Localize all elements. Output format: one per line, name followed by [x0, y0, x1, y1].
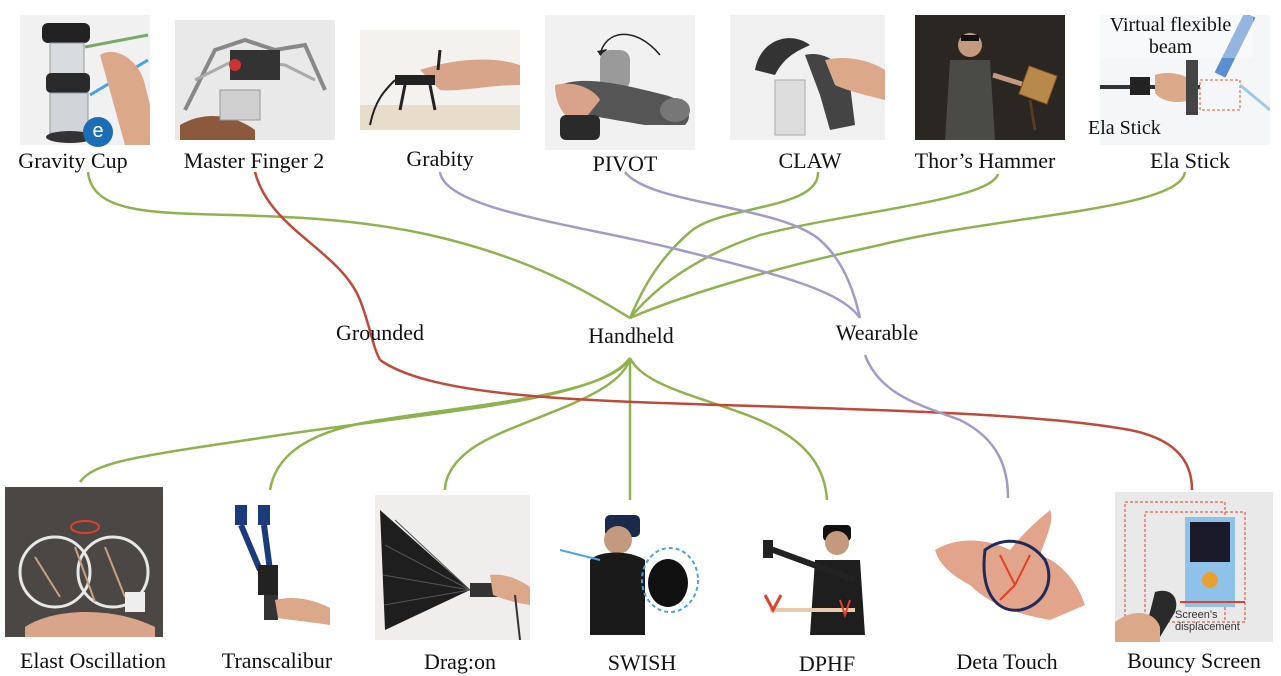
- label-swish: SWISH: [607, 650, 677, 675]
- master-finger-photo: [175, 20, 335, 140]
- link-gravitycup-handheld: [86, 171, 631, 320]
- link-grounded-bouncyscreen: [379, 358, 1194, 491]
- link-handheld-elastoscillation: [78, 357, 632, 483]
- link-pivot-wearable: [624, 171, 862, 319]
- link-thorshammer-handheld: [629, 173, 1000, 319]
- label-grabity: Grabity: [406, 146, 474, 171]
- ela-stick-photo: [1100, 15, 1270, 145]
- deta-touch-photo: [930, 505, 1088, 645]
- claw-photo: [730, 15, 885, 140]
- gravity-cup-badge: e: [83, 117, 113, 147]
- bouncy-screen-photo: [1115, 492, 1273, 642]
- link-handheld-dragon: [443, 357, 632, 491]
- link-grabity-wearable: [438, 171, 862, 319]
- ela-stick-inset-annotation: Ela Stick: [1088, 117, 1161, 139]
- gravity-cup-photo: [20, 15, 150, 145]
- transcalibur-photo: [220, 500, 330, 630]
- category-grounded: Grounded: [336, 320, 424, 345]
- thors-hammer-photo: [915, 15, 1065, 140]
- link-masterfinger-grounded: [253, 171, 382, 361]
- label-elast-oscillation: Elast Oscillation: [19, 648, 167, 673]
- label-dphf: DPHF: [798, 651, 856, 676]
- dphf-photo: [745, 505, 903, 635]
- label-dragon: Drag:on: [423, 649, 497, 674]
- link-claw-handheld: [628, 171, 820, 319]
- elast-oscillation-photo: [5, 487, 163, 637]
- grabity-photo: [360, 30, 520, 130]
- link-handheld-dphf: [628, 357, 829, 501]
- category-wearable: Wearable: [835, 320, 919, 345]
- label-master-finger-2: Master Finger 2: [183, 148, 325, 173]
- pivot-photo: [545, 15, 695, 150]
- label-gravity-cup: Gravity Cup: [18, 148, 128, 173]
- category-handheld: Handheld: [588, 323, 674, 348]
- label-deta-touch: Deta Touch: [956, 649, 1058, 674]
- link-wearable-detatouch: [863, 354, 1010, 499]
- label-ela-stick: Ela Stick: [1149, 148, 1231, 173]
- dragon-photo: [375, 495, 530, 640]
- link-elastick-handheld: [629, 171, 1187, 320]
- virtual-flexible-beam-annotation: Virtual flexible beam: [1088, 14, 1253, 58]
- label-thors-hammer: Thor’s Hammer: [914, 148, 1056, 173]
- label-pivot: PIVOT: [592, 151, 658, 176]
- screens-displacement-annotation: Screen's displacement: [1175, 609, 1240, 633]
- link-handheld-transcalibur: [268, 357, 632, 491]
- label-claw: CLAW: [778, 148, 842, 173]
- label-bouncy-screen: Bouncy Screen: [1127, 648, 1261, 673]
- swish-photo: [560, 505, 710, 635]
- label-transcalibur: Transcalibur: [221, 648, 333, 673]
